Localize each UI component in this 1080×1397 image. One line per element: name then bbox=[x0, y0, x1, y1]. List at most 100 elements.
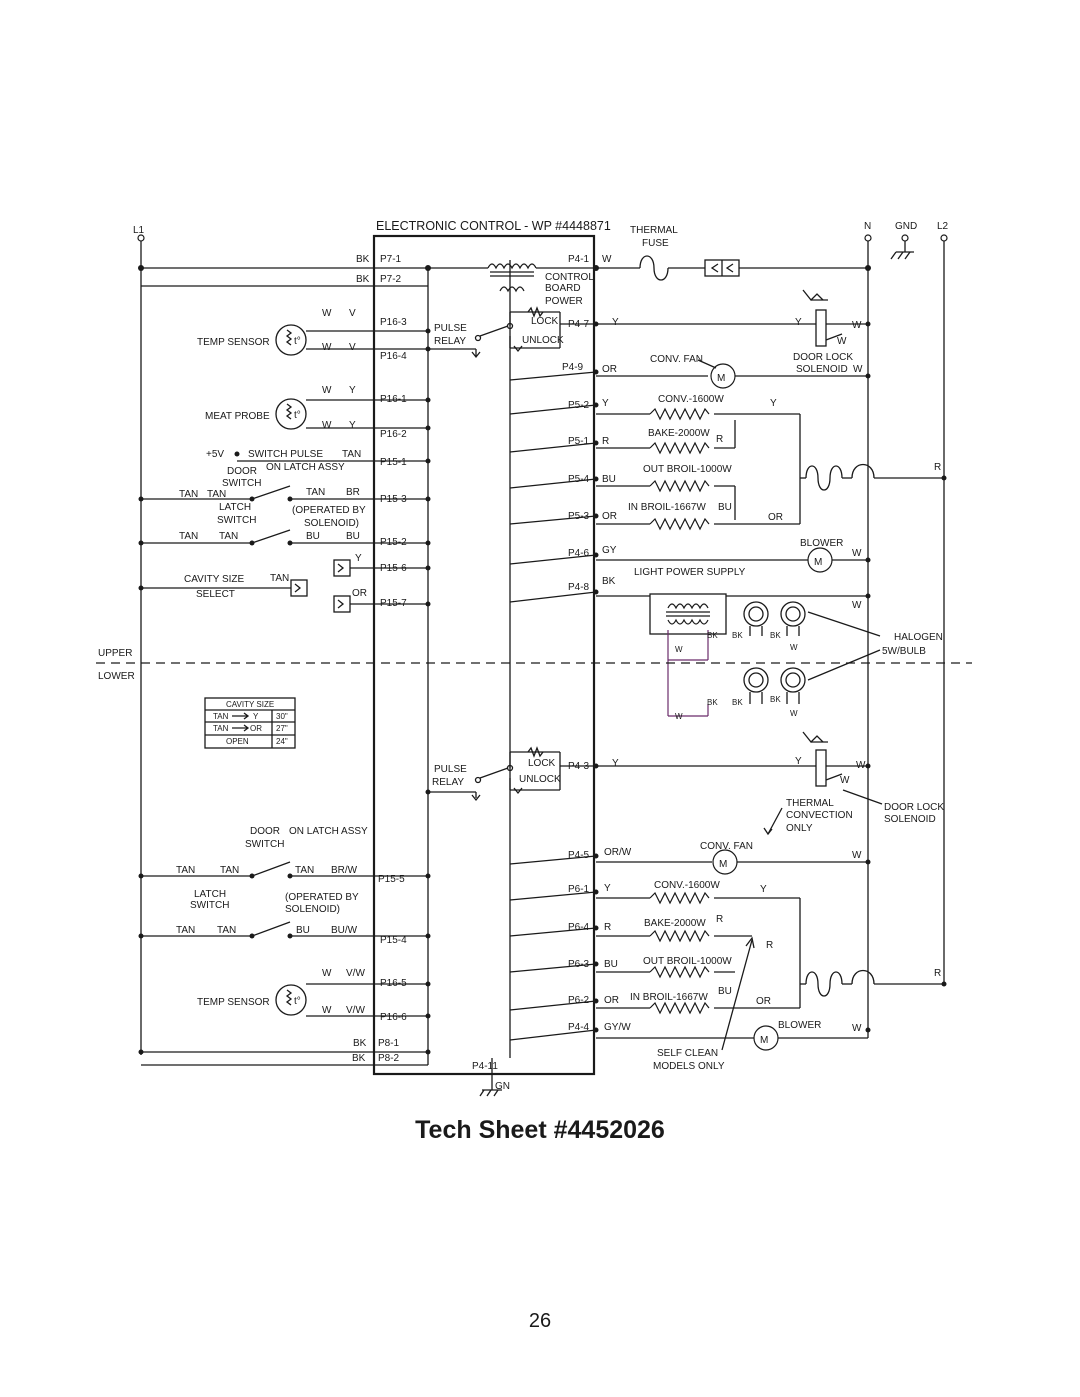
pin-p4-11: P4-11 bbox=[472, 1061, 498, 1072]
wire-tan-llatch-a: TAN bbox=[176, 925, 195, 936]
wire-w-p16-4: W bbox=[322, 342, 332, 353]
wire-y-doorlock-lower: Y bbox=[795, 756, 802, 767]
pin-p4-9: P4-9 bbox=[562, 362, 584, 373]
self-clean-label-2: MODELS ONLY bbox=[653, 1061, 725, 1072]
door-lock-upper-1: DOOR LOCK bbox=[793, 352, 853, 363]
lower-output-relays bbox=[509, 853, 599, 1041]
wire-bu-p15-2: BU bbox=[346, 531, 360, 542]
cavity-row-2-size: 27" bbox=[276, 724, 288, 733]
pin-p7-1: P7-1 bbox=[380, 254, 402, 265]
pin-p6-3: P6-3 bbox=[568, 959, 590, 970]
wire-w-conv-fan-lower: W bbox=[852, 850, 862, 861]
operated-by-upper-1: (OPERATED BY bbox=[292, 505, 366, 516]
wire-w-doorlock-lower-a: W bbox=[856, 760, 866, 771]
thermal-conv-only-3: ONLY bbox=[786, 823, 813, 834]
wire-r-limit-upper: R bbox=[934, 462, 941, 473]
blower-motor-lower-m: M bbox=[760, 1035, 768, 1046]
wire-v-p16-3: V bbox=[349, 308, 356, 319]
blower-upper-label: BLOWER bbox=[800, 538, 843, 549]
operated-by-lower-1: (OPERATED BY bbox=[285, 892, 359, 903]
pin-p16-2: P16-2 bbox=[380, 429, 407, 440]
pin-p6-1: P6-1 bbox=[568, 884, 590, 895]
wire-y-p15-6: Y bbox=[355, 553, 362, 564]
in-broil-lower-label: IN BROIL-1667W bbox=[630, 992, 708, 1003]
unlock-upper-label: UNLOCK bbox=[522, 335, 564, 346]
operated-by-lower-2: SOLENOID) bbox=[285, 904, 340, 915]
pin-p4-8: P4-8 bbox=[568, 582, 590, 593]
on-latch-assy-upper: ON LATCH ASSY bbox=[266, 462, 345, 473]
meat-probe-label: MEAT PROBE bbox=[205, 411, 270, 422]
wire-w-doorlock-upper-a: W bbox=[852, 320, 862, 331]
pin-p16-5: P16-5 bbox=[380, 978, 407, 989]
wire-r-limit-lower: R bbox=[934, 968, 941, 979]
wire-tan-door-c: TAN bbox=[306, 487, 325, 498]
wire-y-p4-7: Y bbox=[612, 317, 619, 328]
lock-upper-label: LOCK bbox=[531, 316, 559, 327]
wire-tan-ldoor-a: TAN bbox=[176, 865, 195, 876]
temp-sensor-lower-symbol: t° bbox=[294, 996, 301, 1007]
halogen-bulbs-lower bbox=[668, 667, 806, 717]
wire-w-p16-5: W bbox=[322, 968, 332, 979]
pin-p15-5: P15-5 bbox=[378, 874, 405, 885]
conv-fan-lower-label: CONV. FAN bbox=[700, 841, 753, 852]
wire-r-bake-upper: R bbox=[716, 434, 723, 445]
door-lock-lower-1: DOOR LOCK bbox=[884, 802, 944, 813]
conv-1600-lower-label: CONV.-1600W bbox=[654, 880, 720, 891]
thermal-fuse bbox=[639, 255, 669, 281]
wire-br-p15-3: BR bbox=[346, 487, 360, 498]
cavity-table-header: CAVITY SIZE bbox=[226, 700, 274, 709]
thermal-fuse-label-2: FUSE bbox=[642, 238, 669, 249]
electronic-control-label: ELECTRONIC CONTROL - WP #4448871 bbox=[376, 219, 611, 233]
wire-vw-p16-5: V/W bbox=[346, 968, 365, 979]
switch-pulse-label: SWITCH PULSE bbox=[248, 449, 323, 460]
bake-2000-upper-label: BAKE-2000W bbox=[648, 428, 710, 439]
cavity-row-1-to: Y bbox=[253, 712, 259, 721]
l2-label: L2 bbox=[937, 221, 949, 232]
lower-pulse-relay bbox=[425, 746, 599, 802]
pin-p16-4: P16-4 bbox=[380, 351, 407, 362]
wire-w-doorlock-upper-b: W bbox=[837, 336, 847, 347]
wire-bk-p8-1: BK bbox=[353, 1038, 367, 1049]
wire-y-conv-upper: Y bbox=[770, 398, 777, 409]
wire-w-bulb-1: W bbox=[675, 645, 683, 654]
control-board-label-2: BOARD bbox=[545, 283, 581, 294]
cavity-size-table bbox=[204, 697, 296, 749]
wire-tan-cavity: TAN bbox=[270, 573, 289, 584]
in-broil-upper-label: IN BROIL-1667W bbox=[628, 502, 706, 513]
wire-w-p16-6: W bbox=[322, 1005, 332, 1016]
wire-bu-llatch: BU bbox=[296, 925, 310, 936]
wire-r-p5-1: R bbox=[602, 436, 609, 447]
limit-thermostat-upper bbox=[800, 463, 947, 491]
blower-motor-upper-m: M bbox=[814, 557, 822, 568]
wire-or-p15-7: OR bbox=[352, 588, 367, 599]
control-board-label-3: POWER bbox=[545, 296, 583, 307]
wire-vw-p16-6: V/W bbox=[346, 1005, 365, 1016]
wire-bk-lbulb-3: BK bbox=[770, 695, 781, 704]
latch-switch-lower-2: SWITCH bbox=[190, 900, 229, 911]
wire-bk-lbulb-1: BK bbox=[707, 698, 718, 707]
wire-y-conv-lower: Y bbox=[760, 884, 767, 895]
wire-or-p5-3: OR bbox=[602, 511, 617, 522]
upper-label: UPPER bbox=[98, 648, 132, 659]
wire-w-lbulb-2: W bbox=[790, 709, 798, 718]
pin-p16-3: P16-3 bbox=[380, 317, 407, 328]
conv-element-lower bbox=[649, 891, 710, 905]
wire-w-doorlock-solenoid: W bbox=[853, 364, 863, 375]
meat-probe-symbol: t° bbox=[294, 410, 301, 421]
temp-sensor-label: TEMP SENSOR bbox=[197, 337, 270, 348]
wire-w-p16-1: W bbox=[322, 385, 332, 396]
plus5v-label: +5V bbox=[206, 449, 224, 460]
wire-tan-ldoor-b: TAN bbox=[220, 865, 239, 876]
wire-or-inbroil-lower: OR bbox=[756, 996, 771, 1007]
pulse-relay-upper-1: PULSE bbox=[434, 323, 467, 334]
pin-p6-2: P6-2 bbox=[568, 995, 590, 1006]
temp-sensor-lower-label: TEMP SENSOR bbox=[197, 997, 270, 1008]
wire-tan-door-a: TAN bbox=[179, 489, 198, 500]
upper-input-junctions bbox=[350, 328, 431, 607]
wire-brw-p15-5: BR/W bbox=[331, 865, 358, 876]
door-lock-upper-2: SOLENOID bbox=[796, 364, 848, 375]
wire-bu-p5-4: BU bbox=[602, 474, 616, 485]
wire-tan-latch-a: TAN bbox=[179, 531, 198, 542]
thermal-fuse-label-1: THERMAL bbox=[630, 225, 678, 236]
temp-sensor-symbol: t° bbox=[294, 336, 301, 347]
